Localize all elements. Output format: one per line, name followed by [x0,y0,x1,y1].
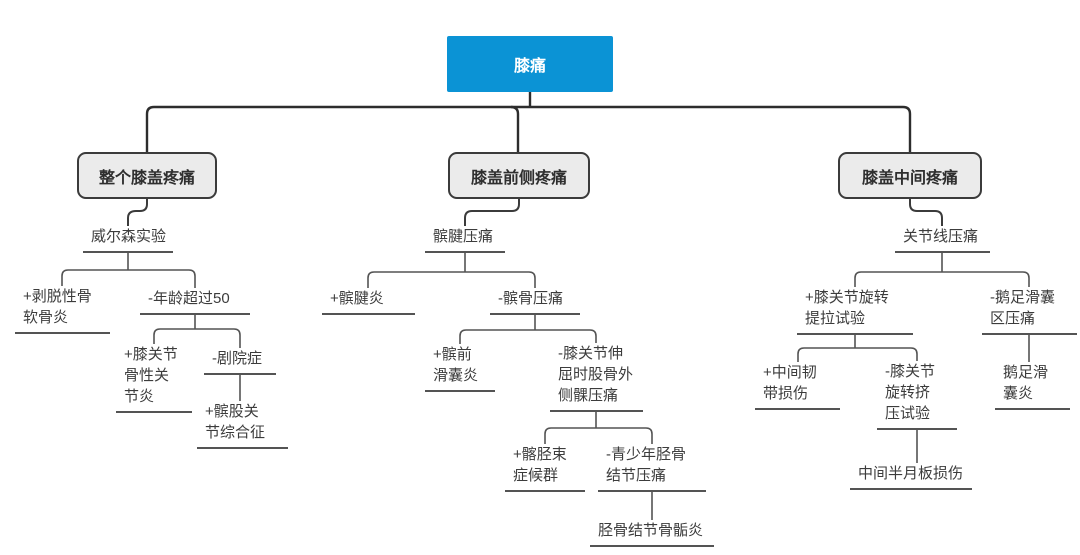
node-medial-ligament-injury: +中间韧 带损伤 [755,362,840,410]
node-pes-bursa-tenderness: -鹅足滑囊 区压痛 [982,287,1077,335]
node-wilson-test: 威尔森实验 [83,226,173,253]
main-connectors [145,92,912,152]
node-tibial-tubercle-tenderness: -青少年胫骨 结节压痛 [598,444,706,492]
node-prepatellar-bursitis: +髌前 滑囊炎 [425,344,495,392]
node-patellofemoral-syndrome: +髌股关 节综合征 [197,401,288,449]
node-theater-sign: -剧院症 [204,348,276,375]
node-whole-knee-pain: 整个膝盖疼痛 [77,152,217,199]
node-pes-bursitis: 鹅足滑 囊炎 [995,362,1070,410]
node-lateral-condyle-tenderness: -膝关节伸 屈时股骨外 侧髁压痛 [550,343,643,412]
node-tibial-tubercle-apophysitis: 胫骨结节骨骺炎 [590,520,714,547]
node-patella-tenderness: -髌骨压痛 [490,288,580,315]
node-osteochondritis-dissecans: +剥脱性骨 软骨炎 [15,286,110,334]
node-age-over-50: -年龄超过50 [140,288,250,315]
subtree-connectors [61,251,1030,520]
node-medial-knee-pain: 膝盖中间疼痛 [838,152,982,199]
box-to-test-connectors [127,199,943,226]
node-rotation-compression-test: -膝关节 旋转挤 压试验 [877,361,957,430]
node-it-band-syndrome: +髂胫束 症候群 [505,444,585,492]
node-rotation-lift-test: +膝关节旋转 提拉试验 [797,287,913,335]
node-medial-meniscus-injury: 中间半月板损伤 [850,463,972,490]
node-knee-osteoarthritis: +膝关节 骨性关 节炎 [116,344,192,413]
node-anterior-knee-pain: 膝盖前侧疼痛 [448,152,590,199]
node-joint-line-tenderness: 关节线压痛 [895,226,990,253]
node-knee-pain-root: 膝痛 [447,36,613,92]
node-patellar-tendon-tenderness: 髌腱压痛 [425,226,505,253]
node-patellar-tendinitis: +髌腱炎 [322,288,415,315]
